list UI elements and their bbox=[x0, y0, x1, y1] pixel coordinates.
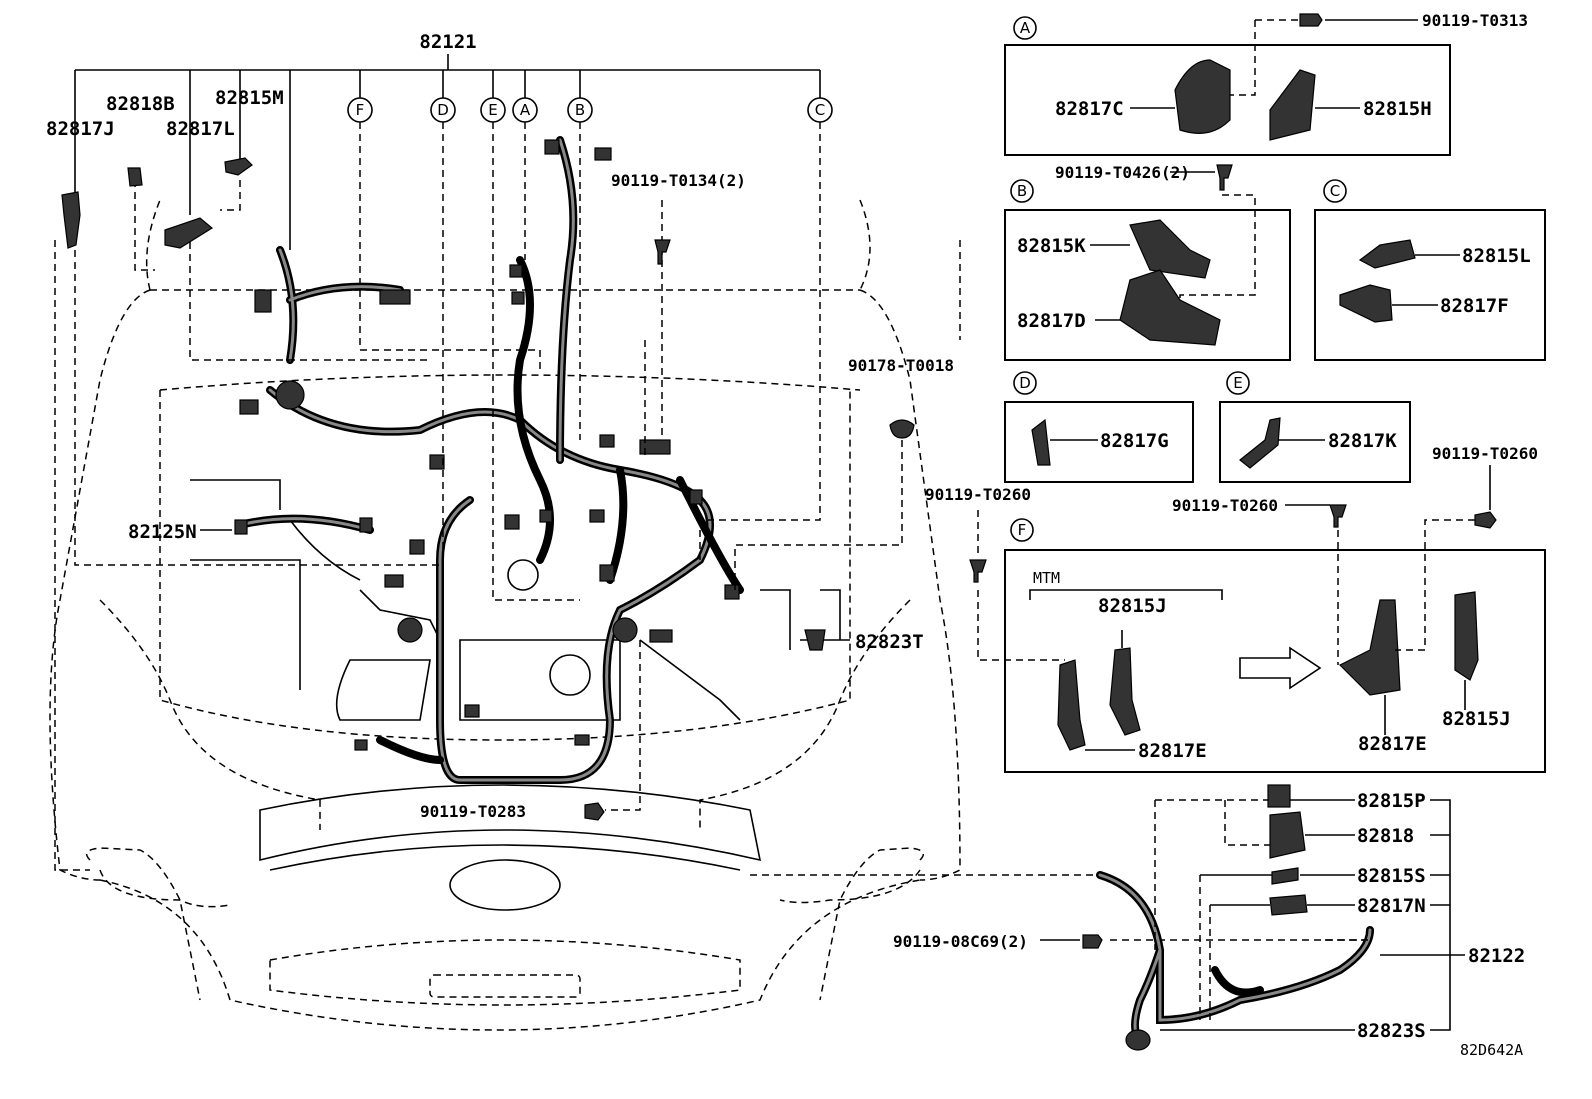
label-82815l: 82815L bbox=[1462, 245, 1531, 267]
label-90119-t0426: 90119-T0426(2) bbox=[1055, 163, 1190, 182]
label-90119-t0283: 90119-T0283 bbox=[420, 802, 526, 821]
label-82815p: 82815P bbox=[1357, 790, 1426, 812]
callout-d: D bbox=[437, 101, 449, 119]
label-82815k: 82815K bbox=[1017, 235, 1086, 257]
label-90119-t0134: 90119-T0134(2) bbox=[611, 171, 746, 190]
panel-f bbox=[969, 465, 1546, 773]
part-82818b-shape bbox=[127, 167, 143, 187]
label-82125n: 82125N bbox=[128, 521, 197, 543]
callout-c: C bbox=[815, 101, 825, 119]
label-82817j: 82817J bbox=[46, 118, 115, 140]
sub-harness-82122 bbox=[1040, 784, 1465, 1051]
panel-e bbox=[1219, 401, 1411, 483]
label-90119-t0260-mid: 90119-T0260 bbox=[1172, 496, 1278, 515]
label-82817l: 82817L bbox=[166, 118, 235, 140]
callout-circles: F D E A B C A B C D E F bbox=[347, 16, 1347, 542]
panel-b-tag: B bbox=[1017, 182, 1027, 200]
label-82815j-right: 82815J bbox=[1442, 708, 1511, 730]
callout-e: E bbox=[488, 101, 497, 119]
small-parts-left bbox=[61, 157, 915, 821]
part-labels: 82121 82817J 82818B 82817L 82815M 82125N… bbox=[46, 11, 1538, 1059]
callout-b-circle bbox=[567, 97, 593, 123]
label-90119-t0313: 90119-T0313 bbox=[1422, 11, 1528, 30]
panel-e-circle bbox=[1226, 371, 1250, 395]
label-82815h: 82815H bbox=[1363, 98, 1432, 120]
label-82818: 82818 bbox=[1357, 825, 1414, 847]
label-82817k: 82817K bbox=[1328, 430, 1397, 452]
part-82815m-shape bbox=[224, 157, 253, 176]
bolt-90119-t0283-shape bbox=[584, 802, 605, 821]
label-82122: 82122 bbox=[1468, 945, 1525, 967]
callout-e-circle bbox=[480, 97, 506, 123]
part-82817l-shape bbox=[164, 217, 214, 249]
panel-c bbox=[1314, 209, 1546, 361]
panel-d-tag: D bbox=[1019, 374, 1031, 392]
car-body-outline bbox=[49, 199, 961, 1031]
callout-f-circle bbox=[347, 97, 373, 123]
panel-a-circle bbox=[1013, 16, 1037, 40]
label-82817f: 82817F bbox=[1440, 295, 1509, 317]
callout-b: B bbox=[575, 101, 585, 119]
label-82121: 82121 bbox=[419, 31, 476, 53]
panel-b bbox=[1004, 164, 1291, 361]
part-82817j-shape bbox=[61, 191, 81, 249]
label-90119-t0260-right: 90119-T0260 bbox=[1432, 444, 1538, 463]
label-82817c: 82817C bbox=[1055, 98, 1124, 120]
label-82817n: 82817N bbox=[1357, 895, 1426, 917]
bolt-90119-t0134-shape bbox=[654, 239, 671, 265]
panel-a-tag: A bbox=[1020, 19, 1031, 37]
callout-f: F bbox=[356, 101, 365, 119]
callout-a: A bbox=[520, 101, 531, 119]
clip-90178-t0018-shape bbox=[889, 419, 915, 439]
label-82817g: 82817G bbox=[1100, 430, 1169, 452]
panel-f-circle bbox=[1010, 518, 1034, 542]
callout-c-circle bbox=[807, 97, 833, 123]
panel-e-tag: E bbox=[1233, 374, 1242, 392]
panel-f-tag: F bbox=[1018, 521, 1027, 539]
label-82818b: 82818B bbox=[106, 93, 175, 115]
label-82817d: 82817D bbox=[1017, 310, 1086, 332]
label-82823t: 82823T bbox=[855, 631, 924, 653]
callout-a-circle bbox=[512, 97, 538, 123]
engine-bay-sketch bbox=[190, 479, 841, 721]
label-82815s: 82815S bbox=[1357, 865, 1426, 887]
label-90119-t0260-left: 90119-T0260 bbox=[925, 485, 1031, 504]
panel-c-circle bbox=[1323, 179, 1347, 203]
callout-d-circle bbox=[430, 97, 456, 123]
label-mtm: MTM bbox=[1033, 569, 1060, 587]
panel-d bbox=[1004, 401, 1194, 483]
panel-c-tag: C bbox=[1330, 182, 1340, 200]
label-90178-t0018: 90178-T0018 bbox=[848, 356, 954, 375]
label-82817e-left: 82817E bbox=[1138, 740, 1207, 762]
panel-a bbox=[1004, 13, 1451, 156]
label-90119-08c69: 90119-08C69(2) bbox=[893, 932, 1028, 951]
label-82815m: 82815M bbox=[215, 87, 284, 109]
diagram-id: 82D642A bbox=[1460, 1041, 1523, 1059]
label-82815j-left: 82815J bbox=[1098, 595, 1167, 617]
main-engine-harness bbox=[234, 136, 744, 784]
panel-d-circle bbox=[1013, 371, 1037, 395]
label-82817e-right: 82817E bbox=[1358, 733, 1427, 755]
panel-b-circle bbox=[1010, 179, 1034, 203]
label-82823s: 82823S bbox=[1357, 1020, 1426, 1042]
part-82823t-shape bbox=[804, 629, 826, 651]
